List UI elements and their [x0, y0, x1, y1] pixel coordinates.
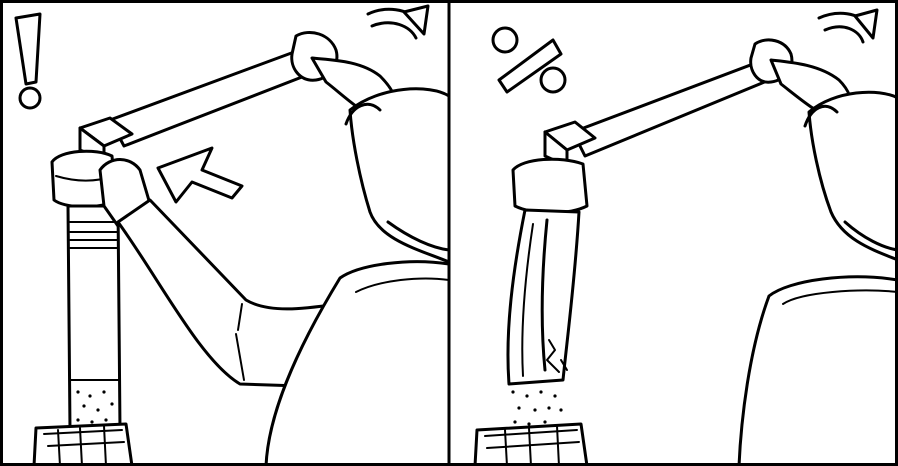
- panel-result: [449, 0, 898, 466]
- panel-warning-drawing: [14, 4, 449, 466]
- panel-result-drawing: [473, 8, 898, 466]
- base-fitting: [32, 422, 134, 466]
- wrench-handle: [571, 38, 794, 158]
- worker-body: [264, 56, 449, 466]
- pipe-dotted-section: [511, 390, 563, 426]
- bent-pipe-column: [506, 208, 581, 386]
- worker-body: [737, 58, 898, 466]
- panel-warning: [14, 4, 449, 466]
- pointer-arrow-icon: [156, 146, 244, 204]
- wrench-handle: [108, 31, 339, 148]
- rotation-arrow-icon: [366, 4, 430, 40]
- rotation-arrow-icon: [817, 8, 879, 44]
- coupling-nut: [511, 157, 589, 215]
- percent-sign-icon: [491, 26, 567, 94]
- base-fitting: [473, 422, 589, 466]
- pipe-column: [66, 204, 122, 432]
- exclamation-mark-icon: [14, 12, 42, 110]
